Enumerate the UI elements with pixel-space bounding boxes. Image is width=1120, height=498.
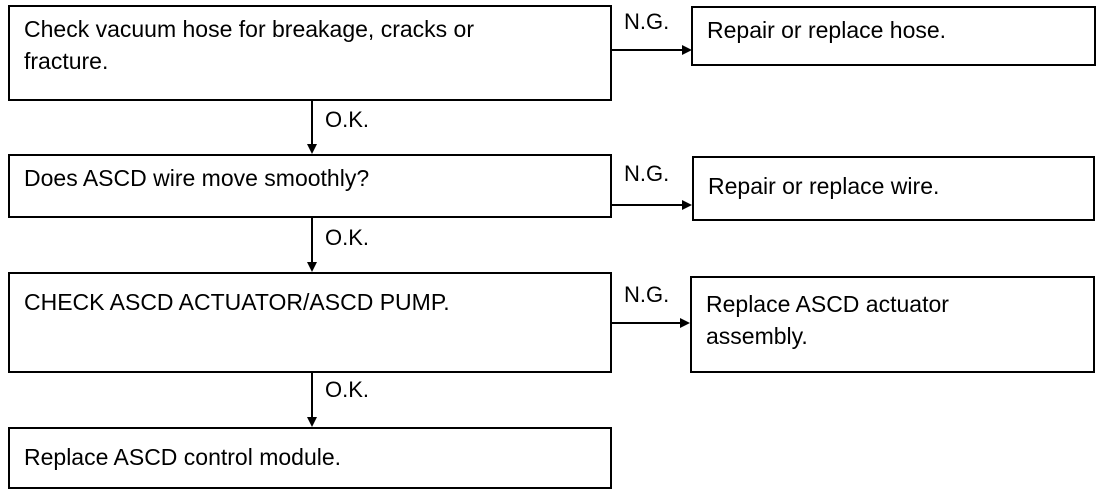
ok-label-2: O.K. (325, 225, 370, 250)
ng-label-3: N.G. (624, 282, 670, 307)
result-box-repair-wire: Repair or replace wire. (692, 156, 1095, 221)
check-box-ascd-wire: Does ASCD wire move smoothly? (8, 154, 612, 218)
check-box-vacuum-hose: Check vacuum hose for breakage, cracks o… (8, 5, 612, 101)
check-box-ascd-actuator: CHECK ASCD ACTUATOR/ASCD PUMP. (8, 272, 612, 373)
ok-label-1: O.K. (325, 107, 370, 132)
result-box-replace-actuator: Replace ASCD actuator assembly. (690, 276, 1095, 373)
ok-label-3: O.K. (325, 377, 370, 402)
ng-label-1: N.G. (624, 9, 670, 34)
action-box-replace-control-module: Replace ASCD control module. (8, 427, 612, 489)
ng-label-2: N.G. (624, 161, 670, 186)
result-box-repair-hose: Repair or replace hose. (691, 6, 1096, 66)
